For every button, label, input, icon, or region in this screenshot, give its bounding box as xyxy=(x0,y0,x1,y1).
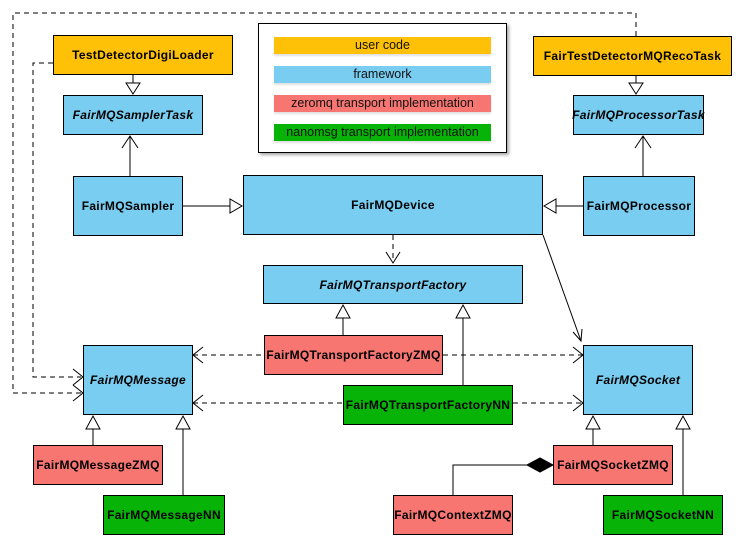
edge-device-socket xyxy=(542,234,583,343)
edge-sampler-device xyxy=(183,198,243,214)
legend-item-user-code: user code xyxy=(274,37,491,54)
legend-item-nanomsg: nanomsg transport implementation xyxy=(274,124,491,141)
node-fairmqtransportfactorynn: FairMQTransportFactoryNN xyxy=(343,385,513,425)
node-fairtestdetectormqrecotask: FairTestDetectorMQRecoTask xyxy=(533,36,732,76)
edge-messagezmq-message xyxy=(85,414,101,445)
node-fairmqsampler: FairMQSampler xyxy=(73,176,183,236)
edge-socketzmq-socket xyxy=(585,414,601,445)
edge-sampler-samplertask xyxy=(121,135,139,176)
node-fairmqmessagezmq: FairMQMessageZMQ xyxy=(33,445,163,485)
node-fairmqcontextzmq: FairMQContextZMQ xyxy=(393,495,513,535)
edge-digiloader-samplertask xyxy=(125,75,141,95)
edge-processor-device xyxy=(543,198,583,214)
node-fairmqmessage: FairMQMessage xyxy=(83,345,193,415)
edge-factoryzmq-transportfactory xyxy=(335,303,351,335)
legend-item-framework: framework xyxy=(274,66,491,83)
node-testdetectordigiloader: TestDetectorDigiLoader xyxy=(53,35,233,75)
legend: user code framework zeromq transport imp… xyxy=(258,23,507,153)
node-fairmqprocessor: FairMQProcessor xyxy=(583,176,695,236)
node-fairmqmessagenn: FairMQMessageNN xyxy=(103,495,225,535)
node-fairmqsocket: FairMQSocket xyxy=(583,345,693,415)
edge-processor-processortask xyxy=(634,135,652,176)
edge-device-transportfactory xyxy=(385,235,401,264)
edge-socketnn-socket xyxy=(675,414,691,495)
edge-factorynn-transportfactory xyxy=(455,303,471,385)
edge-contextzmq-socketzmq xyxy=(452,457,555,495)
node-fairmqtransportfactoryzmq: FairMQTransportFactoryZMQ xyxy=(264,335,443,375)
edge-recotask-processortask xyxy=(628,76,644,95)
edge-messagenn-message xyxy=(175,414,191,495)
node-fairmqsamplertask: FairMQSamplerTask xyxy=(63,95,203,135)
node-fairmqsocketnn: FairMQSocketNN xyxy=(603,495,723,535)
node-fairmqdevice: FairMQDevice xyxy=(243,175,543,235)
node-fairmqtransportfactory: FairMQTransportFactory xyxy=(263,265,523,304)
node-fairmqsocketzmq: FairMQSocketZMQ xyxy=(553,445,673,485)
node-fairmqprocessortask: FairMQProcessorTask xyxy=(572,95,705,135)
legend-item-zeromq: zeromq transport implementation xyxy=(274,95,491,112)
